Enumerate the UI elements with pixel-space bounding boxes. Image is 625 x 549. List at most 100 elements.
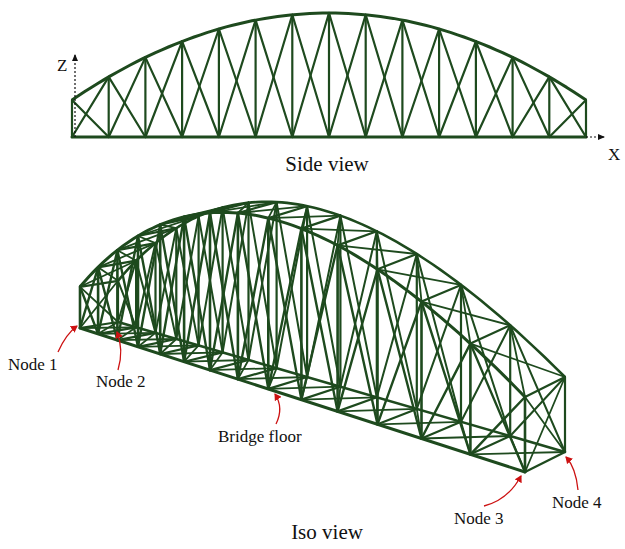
truss-member bbox=[218, 29, 220, 137]
truss-member bbox=[237, 213, 240, 379]
truss-member bbox=[72, 77, 109, 137]
truss-member bbox=[138, 236, 160, 354]
truss-member bbox=[470, 436, 510, 454]
truss-member bbox=[422, 285, 462, 302]
truss-member bbox=[98, 267, 117, 340]
arch-chord bbox=[72, 13, 586, 100]
truss-member bbox=[160, 225, 184, 362]
truss-member bbox=[377, 231, 417, 409]
truss-member bbox=[108, 77, 110, 137]
truss-member bbox=[219, 20, 256, 137]
truss-member bbox=[378, 302, 422, 425]
truss-member bbox=[160, 217, 184, 354]
leader-arrows bbox=[58, 326, 578, 506]
node-callout: Node 1 bbox=[8, 356, 58, 373]
leader-arrow bbox=[566, 457, 578, 490]
truss-member bbox=[72, 100, 109, 137]
truss-member bbox=[524, 397, 527, 472]
truss-member bbox=[268, 218, 301, 400]
truss-member bbox=[328, 13, 330, 137]
truss-member bbox=[255, 20, 257, 137]
truss-member bbox=[292, 13, 329, 137]
truss-member bbox=[117, 236, 138, 340]
node-callout: Node 3 bbox=[454, 510, 504, 527]
truss-member bbox=[525, 377, 565, 397]
truss-member bbox=[422, 302, 471, 455]
truss-member bbox=[301, 229, 337, 412]
leader-arrow bbox=[117, 332, 121, 370]
truss-member bbox=[525, 397, 565, 452]
node-callout: Node 2 bbox=[96, 373, 146, 390]
truss-member bbox=[109, 77, 146, 137]
truss-member bbox=[182, 41, 219, 137]
truss-member bbox=[525, 452, 565, 472]
z-axis bbox=[74, 55, 75, 137]
truss-member bbox=[300, 229, 303, 400]
leader-arrow bbox=[484, 476, 521, 506]
iso-view-truss bbox=[80, 202, 565, 472]
truss-member bbox=[219, 29, 256, 137]
truss-member bbox=[376, 231, 379, 269]
truss-member bbox=[439, 29, 476, 137]
truss-member bbox=[145, 57, 182, 137]
truss-member bbox=[402, 20, 439, 137]
truss-member bbox=[376, 269, 379, 424]
truss-member bbox=[366, 15, 403, 137]
truss-member bbox=[422, 422, 462, 439]
truss-member bbox=[420, 302, 423, 439]
truss-member bbox=[210, 213, 238, 379]
truss-member bbox=[80, 328, 525, 472]
truss-member bbox=[137, 236, 140, 347]
axis-label: X bbox=[608, 146, 620, 163]
truss-member bbox=[109, 57, 146, 137]
truss-member bbox=[511, 57, 513, 137]
arch-chord bbox=[80, 212, 525, 397]
truss-member bbox=[159, 225, 162, 354]
truss-member bbox=[525, 377, 565, 472]
truss-member bbox=[564, 377, 566, 452]
side-view-truss bbox=[72, 13, 586, 137]
truss-member bbox=[401, 20, 403, 137]
truss-member bbox=[422, 344, 471, 439]
truss-member bbox=[138, 216, 199, 236]
truss-member bbox=[249, 203, 277, 368]
truss-member bbox=[339, 216, 341, 387]
truss-member bbox=[585, 100, 587, 137]
truss-member bbox=[461, 285, 510, 436]
x-axis bbox=[586, 136, 604, 137]
truss-member bbox=[181, 41, 183, 137]
truss-member bbox=[256, 15, 293, 137]
truss-member bbox=[338, 231, 377, 245]
truss-member bbox=[417, 254, 422, 302]
truss-member bbox=[267, 218, 270, 389]
truss-member bbox=[510, 377, 565, 436]
truss-member bbox=[365, 15, 367, 137]
truss-member bbox=[469, 344, 472, 455]
truss-member bbox=[378, 254, 417, 269]
truss-member bbox=[183, 217, 186, 362]
view-caption: Iso view bbox=[291, 522, 363, 543]
truss-member bbox=[475, 41, 477, 137]
part-label: Bridge floor bbox=[218, 428, 302, 445]
truss-member bbox=[71, 100, 73, 137]
node-callout: Node 4 bbox=[552, 494, 602, 511]
truss-member bbox=[338, 216, 341, 246]
truss-member bbox=[72, 136, 586, 139]
truss-member bbox=[184, 217, 210, 370]
truss-member bbox=[268, 202, 276, 218]
truss-member bbox=[138, 236, 156, 243]
truss-member bbox=[209, 213, 212, 370]
truss-member bbox=[513, 77, 550, 137]
truss-member bbox=[117, 250, 138, 347]
truss-member bbox=[438, 29, 440, 137]
leader-arrow bbox=[58, 326, 77, 352]
truss-member bbox=[513, 57, 550, 137]
truss-member bbox=[329, 13, 366, 137]
truss-member bbox=[292, 15, 329, 137]
truss-member bbox=[238, 213, 268, 389]
truss-member bbox=[291, 15, 293, 137]
axis-label: Z bbox=[57, 57, 67, 74]
truss-member bbox=[79, 287, 82, 328]
truss-member bbox=[80, 287, 98, 334]
